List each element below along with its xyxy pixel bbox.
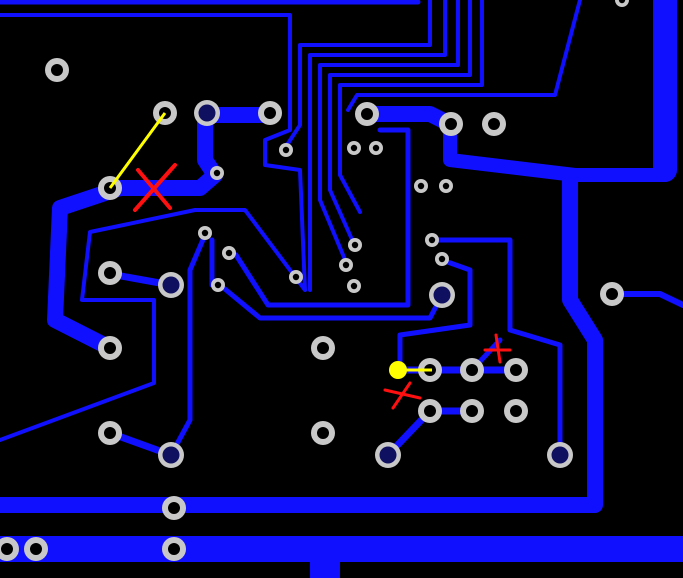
pad xyxy=(158,442,184,468)
pads-layer xyxy=(0,0,629,561)
pad xyxy=(0,537,19,561)
jumper-wire-end xyxy=(389,361,407,379)
trace xyxy=(283,0,432,150)
via xyxy=(279,143,293,157)
via xyxy=(222,246,236,260)
trace xyxy=(318,0,460,264)
trace xyxy=(609,291,683,308)
pad xyxy=(311,336,335,360)
via xyxy=(369,141,383,155)
copper-bar xyxy=(310,560,340,578)
trace xyxy=(429,237,563,458)
pad xyxy=(98,261,122,285)
via xyxy=(347,279,361,293)
rework-x-mark xyxy=(383,381,422,410)
rework-x-mark xyxy=(133,163,177,212)
pad xyxy=(311,421,335,445)
pad xyxy=(375,442,401,468)
via xyxy=(435,252,449,266)
trace xyxy=(0,13,307,442)
pad xyxy=(460,358,484,382)
via xyxy=(289,270,303,284)
pad xyxy=(258,101,282,125)
via xyxy=(339,258,353,272)
via xyxy=(425,233,439,247)
jumper-wire xyxy=(108,112,167,189)
trace xyxy=(397,257,473,373)
trace xyxy=(0,172,603,513)
trace xyxy=(47,107,223,356)
pad xyxy=(98,336,122,360)
pad xyxy=(429,282,455,308)
pad xyxy=(158,272,184,298)
pad xyxy=(45,58,69,82)
pad xyxy=(482,112,506,136)
trace xyxy=(338,0,484,214)
pad xyxy=(194,100,220,126)
rework-x-mark xyxy=(483,333,512,364)
via xyxy=(439,179,453,193)
pad xyxy=(162,496,186,520)
pad xyxy=(418,399,442,423)
trace xyxy=(328,0,472,246)
pad xyxy=(98,421,122,445)
pad xyxy=(504,358,528,382)
via xyxy=(210,166,224,180)
trace xyxy=(233,127,411,308)
trace xyxy=(308,0,447,292)
via xyxy=(348,238,362,252)
via xyxy=(347,141,361,155)
pad xyxy=(162,537,186,561)
pad xyxy=(355,102,379,126)
pad xyxy=(460,399,484,423)
pad xyxy=(504,399,528,423)
pad xyxy=(600,282,624,306)
pad xyxy=(547,442,573,468)
rework-annotations xyxy=(108,112,512,410)
via xyxy=(414,179,428,193)
pad xyxy=(439,112,463,136)
trace xyxy=(168,232,208,458)
via xyxy=(615,0,629,7)
via xyxy=(211,278,225,292)
via xyxy=(198,226,212,240)
pad xyxy=(24,537,48,561)
trace xyxy=(346,0,582,112)
